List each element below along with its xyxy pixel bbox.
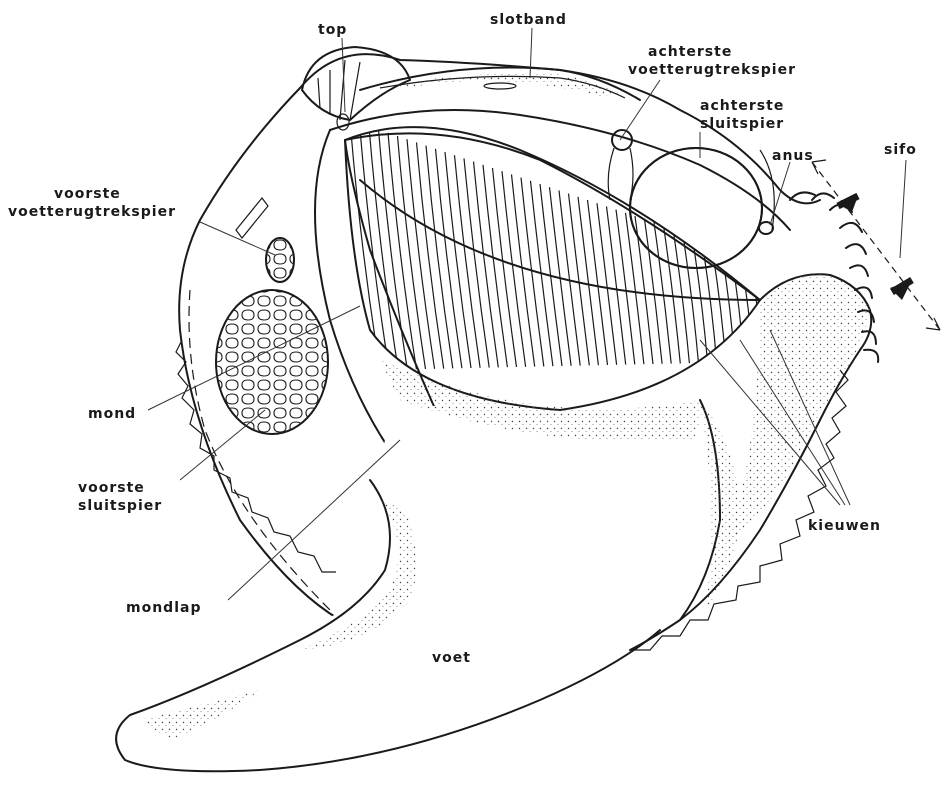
gill-filament (350, 120, 380, 370)
gill-filament (654, 222, 671, 363)
label-voorste-voetterugtrekspier-1: voorste (54, 186, 121, 202)
ligament (360, 68, 640, 101)
label-sifo: sifo (884, 142, 917, 158)
label-achterste-sluitspier-2: sluitspier (700, 116, 784, 132)
label-voorste-sluitspier-1: voorste (78, 480, 145, 496)
label-kieuwen: kieuwen (808, 518, 881, 534)
gill-filament (578, 197, 598, 365)
label-voorste-sluitspier-2: sluitspier (78, 498, 162, 514)
foot (115, 360, 740, 771)
umbo (302, 47, 410, 130)
anterior-adductor (216, 198, 328, 434)
label-achterste-voetterugtrekspier-1: achterste (648, 44, 732, 60)
gill-filament (616, 210, 635, 365)
gill-filament (569, 194, 590, 366)
gill-filament (740, 251, 754, 362)
gill-filament (664, 226, 681, 364)
gill-filament (436, 149, 462, 368)
gill-filament (588, 200, 608, 365)
gill-filament (645, 219, 663, 364)
label-mondlap: mondlap (126, 600, 201, 616)
gills (345, 120, 771, 410)
label-voorste-voetterugtrekspier-2: voetterugtrekspier (8, 204, 176, 220)
gill-filament (597, 203, 617, 365)
gill-filament (626, 213, 644, 364)
gill-filament (607, 206, 626, 364)
label-top: top (318, 22, 347, 38)
gill-filament (711, 242, 726, 363)
label-mond: mond (88, 406, 136, 422)
label-achterste-sluitspier-1: achterste (700, 98, 784, 114)
gill-filament (730, 248, 744, 362)
label-achterste-voetterugtrekspier-2: voetterugtrekspier (628, 62, 796, 78)
label-anus: anus (772, 148, 814, 164)
label-slotband: slotband (490, 12, 567, 28)
label-voet: voet (432, 650, 471, 666)
